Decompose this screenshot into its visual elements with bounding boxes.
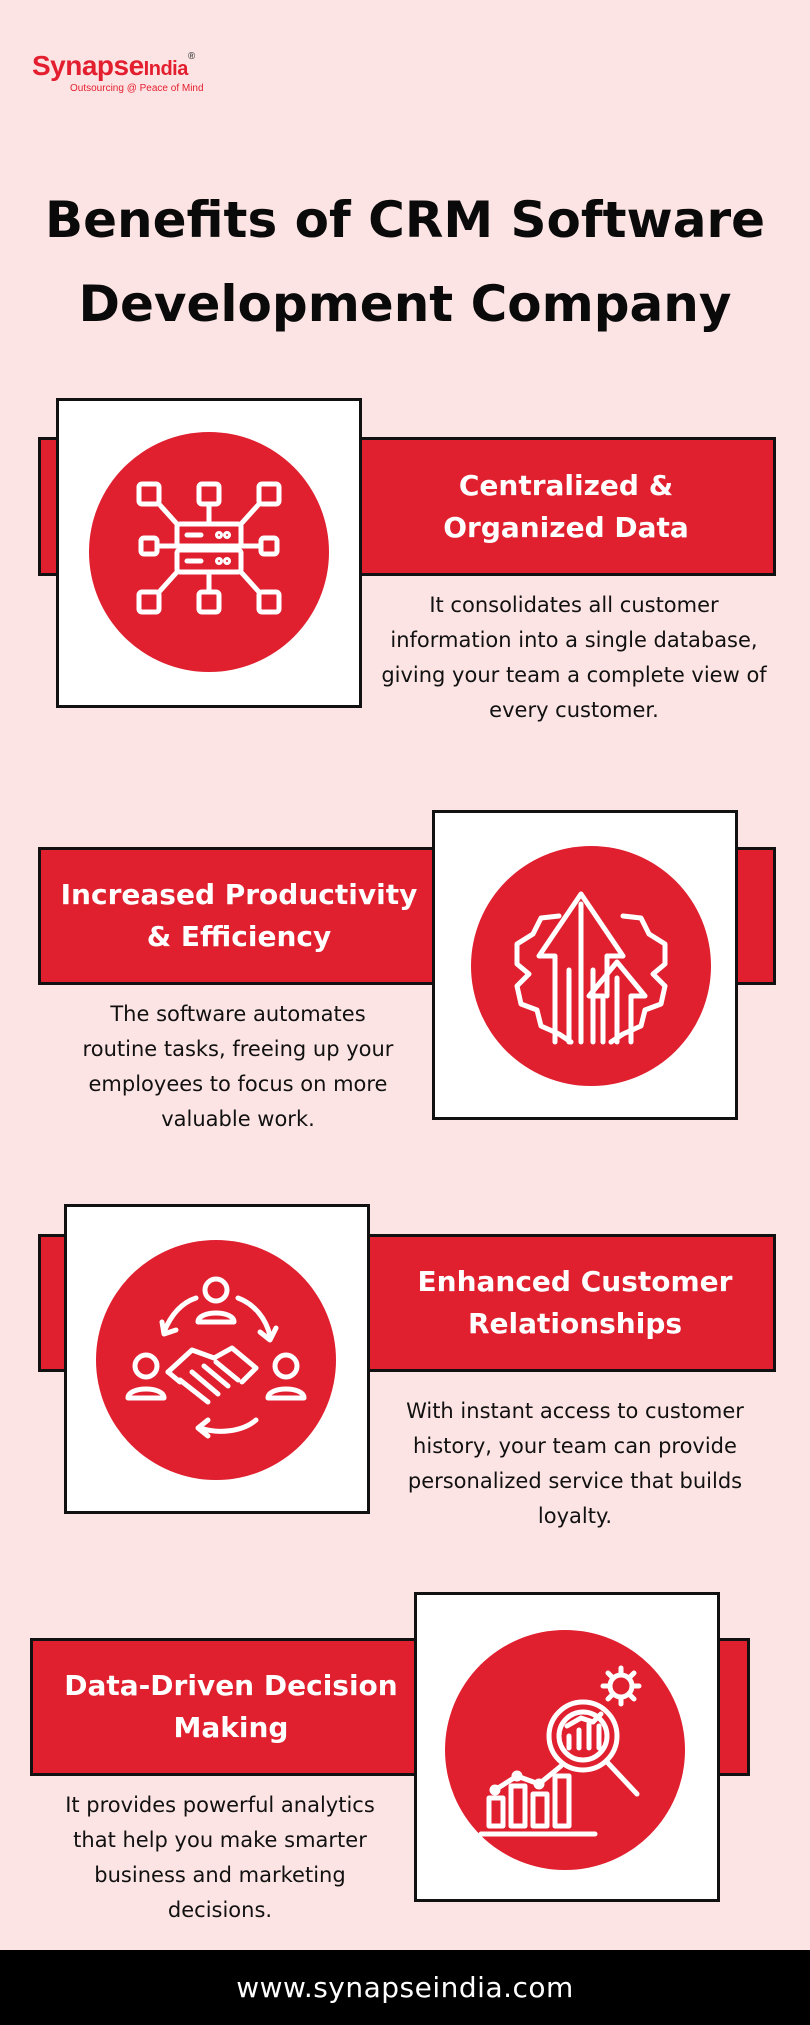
description-line: employees to focus on more (88, 1072, 388, 1096)
brand-name-suffix: India (143, 58, 189, 80)
description-line: It provides powerful analytics (65, 1793, 375, 1817)
brand-name: SynapseIndia® (32, 52, 204, 80)
description-line: valuable work. (161, 1107, 315, 1131)
description-line: personalized service that builds (407, 1469, 743, 1493)
handshake-people-icon (96, 1240, 336, 1480)
database-network-icon (89, 432, 329, 672)
section-heading: Data-Driven Decision Making (36, 1638, 426, 1776)
section-heading-line-2: Making (173, 1711, 289, 1744)
description-line: history, your team can provide (413, 1434, 737, 1458)
section-heading: Centralized & Organized Data (362, 437, 770, 576)
description-line: It consolidates all customer (429, 593, 719, 617)
brand-logo[interactable]: SynapseIndia® Outsourcing @ Peace of Min… (32, 52, 204, 95)
section-description: The software automates routine tasks, fr… (38, 997, 438, 1137)
brand-name-main: Synapse (32, 50, 144, 81)
section-heading-line-1: Increased Productivity (60, 878, 418, 911)
description-line: information into a single database, (390, 628, 758, 652)
page-title-line-2: Development Company (78, 275, 732, 333)
icon-card (64, 1204, 370, 1514)
brand-tagline: Outsourcing @ Peace of Mind (70, 83, 204, 94)
icon-card (414, 1592, 720, 1902)
section-heading-line-1: Enhanced Customer (417, 1265, 733, 1298)
description-line: every customer. (489, 698, 659, 722)
icon-card (432, 810, 738, 1120)
page-title-line-1: Benefits of CRM Software (44, 191, 766, 249)
description-line: With instant access to customer (406, 1399, 744, 1423)
icon-card (56, 398, 362, 708)
section-heading-line-1: Centralized & (458, 468, 674, 502)
gear-arrows-up-icon (471, 846, 711, 1086)
section-heading-line-2: & Efficiency (146, 920, 332, 953)
section-description: With instant access to customer history,… (370, 1394, 780, 1534)
description-line: The software automates (110, 1002, 366, 1026)
section-description: It provides powerful analytics that help… (30, 1788, 410, 1928)
footer-bar: www.synapseindia.com (0, 1950, 810, 2025)
description-line: loyalty. (537, 1504, 613, 1528)
description-line: routine tasks, freeing up your (82, 1037, 394, 1061)
section-heading-line-2: Relationships (467, 1307, 683, 1340)
section-heading-line-1: Data-Driven Decision (64, 1669, 398, 1702)
description-line: that help you make smarter (73, 1828, 367, 1852)
footer-website-link[interactable]: www.synapseindia.com (236, 1971, 574, 2004)
section-heading-line-2: Organized Data (443, 510, 689, 544)
description-line: decisions. (167, 1898, 273, 1922)
section-heading: Increased Productivity & Efficiency (44, 847, 434, 985)
section-description: It consolidates all customer information… (362, 588, 786, 728)
analytics-magnifier-icon (445, 1630, 685, 1870)
registered-mark: ® (187, 51, 195, 62)
page-title: Benefits of CRM Software Development Com… (0, 178, 810, 346)
description-line: giving your team a complete view of (381, 663, 767, 687)
section-heading: Enhanced Customer Relationships (370, 1234, 780, 1372)
description-line: business and marketing (94, 1863, 346, 1887)
